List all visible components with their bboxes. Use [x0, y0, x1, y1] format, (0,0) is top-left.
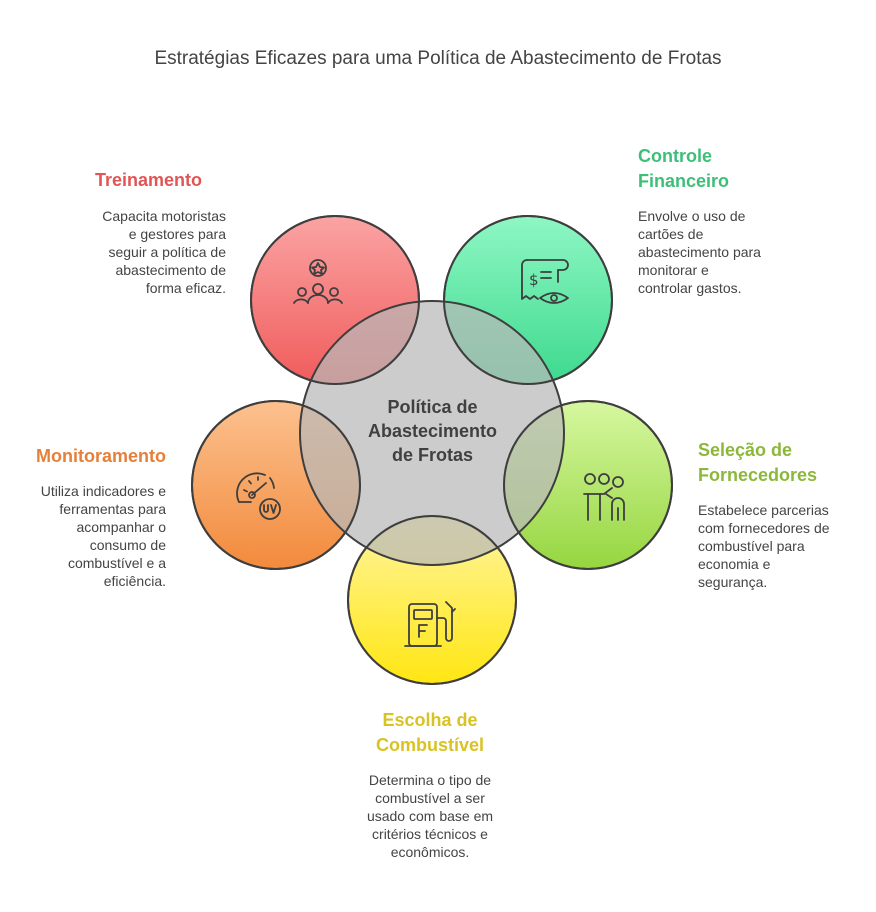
- heading-selecao-fornecedores: Seleção de Fornecedores: [698, 440, 818, 485]
- receipt-eye-icon: $: [521, 259, 569, 304]
- fuel-pump-icon: [404, 601, 456, 647]
- team-award-icon: [293, 259, 343, 304]
- diagram-title: Estratégias Eficazes para uma Política d…: [154, 48, 722, 69]
- presenter-icon: [583, 473, 625, 521]
- gauge-icon: [236, 472, 281, 520]
- desc-treinamento: Capacita motoristas e gestores para segu…: [102, 208, 226, 296]
- heading-monitoramento: Monitoramento: [36, 446, 166, 466]
- heading-escolha-combustivel: Escolha de Combustível: [375, 710, 485, 755]
- center-label: Política de Abastecimento de Frotas: [367, 397, 498, 465]
- desc-monitoramento: Utiliza indicadores e ferramentas para a…: [40, 483, 166, 589]
- desc-escolha-combustivel: Determina o tipo de combustível a ser us…: [366, 772, 494, 860]
- circle-center: [299, 300, 565, 566]
- heading-controle-financeiro: Controle Financeiro: [638, 146, 730, 191]
- svg-text:$: $: [529, 271, 539, 289]
- desc-controle-financeiro: Envolve o uso de cartões de abasteciment…: [638, 208, 761, 296]
- desc-selecao-fornecedores: Estabelece parcerias com fornecedores de…: [698, 502, 830, 590]
- heading-treinamento: Treinamento: [94, 170, 202, 190]
